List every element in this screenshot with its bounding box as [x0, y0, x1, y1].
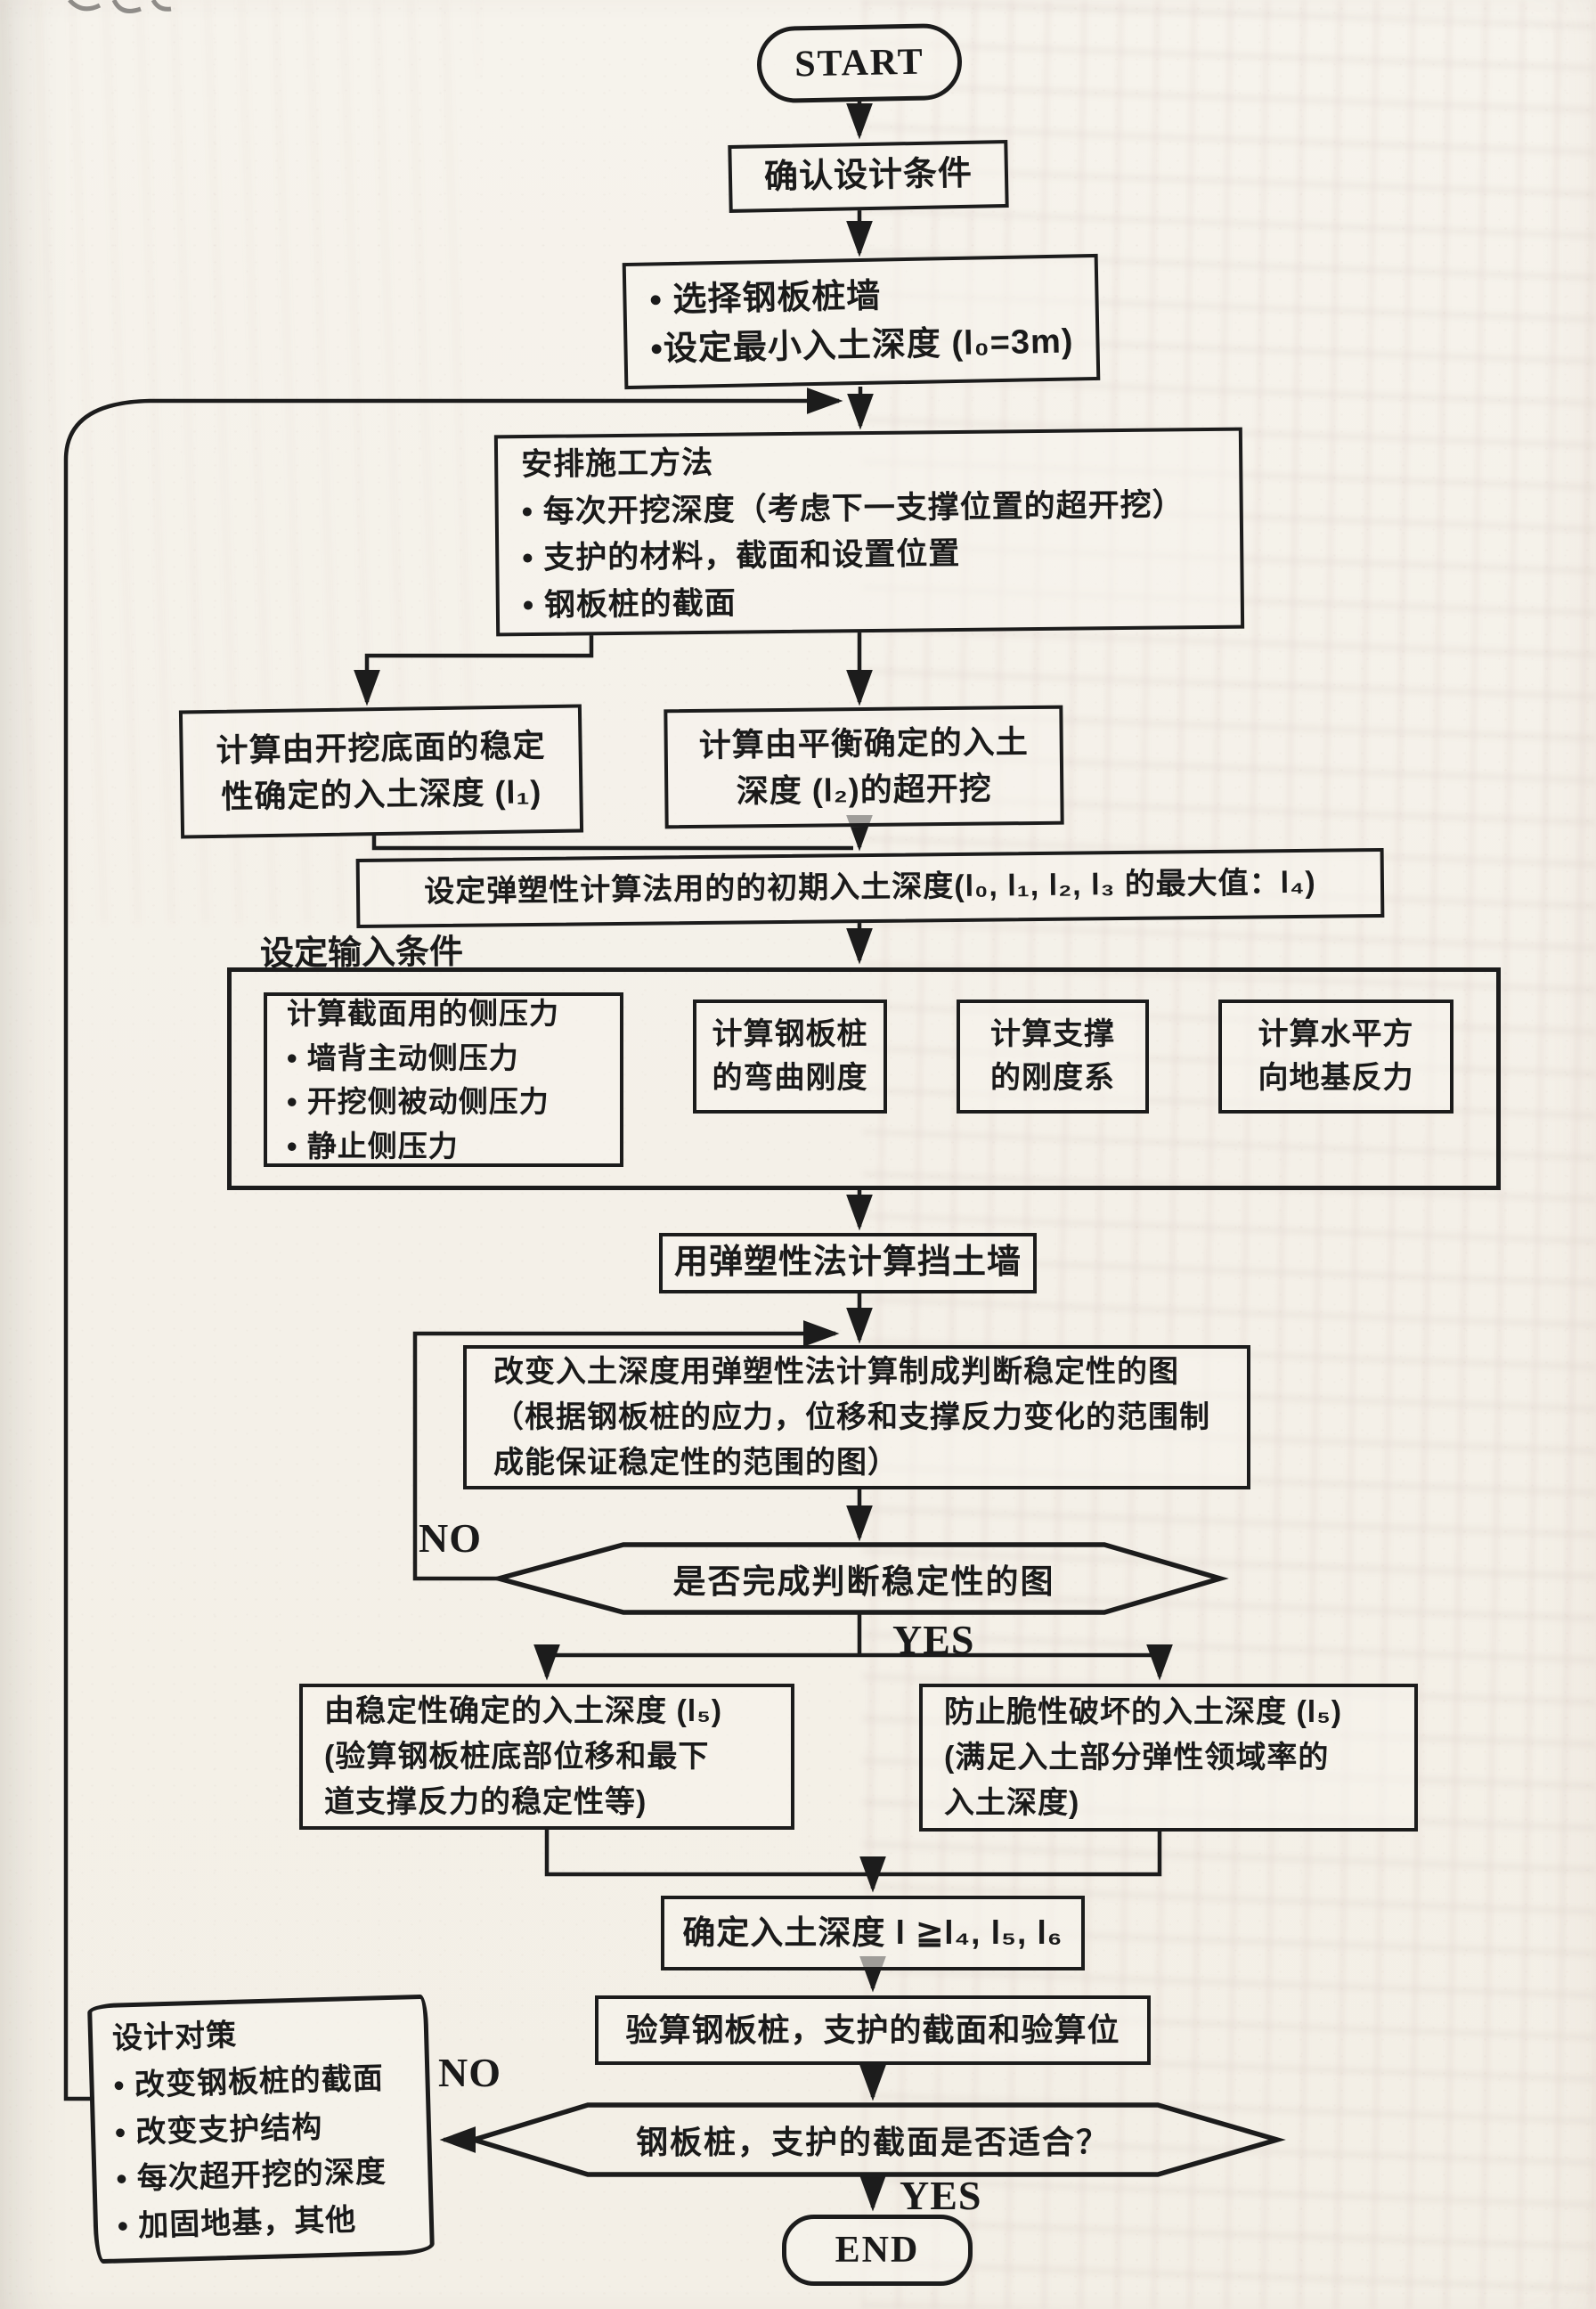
node-line: 计算水平方 — [1258, 1016, 1414, 1051]
node-line: 计算由平衡确定的入土 — [698, 722, 1029, 763]
node-bending-stiffness: 计算钢板桩 的弯曲刚度 — [693, 999, 887, 1114]
handwritten-mark — [68, 0, 172, 13]
node-line: 道支撑反力的稳定性等) — [324, 1784, 647, 1819]
node-bullet: • 开挖侧被动侧压力 — [287, 1085, 550, 1118]
label-text: YES — [892, 1617, 975, 1662]
node-stability-diagram: 改变入土深度用弹塑性法计算制成判断稳定性的图 （根据钢板桩的应力，位移和支撑反力… — [463, 1345, 1250, 1489]
node-select-sheet-pile: • 选择钢板桩墙 •设定最小入土深度 (l₀=3m) — [622, 253, 1101, 390]
node-line: 的刚度系 — [990, 1061, 1115, 1095]
input-conditions-container — [227, 967, 1501, 1190]
node-line: 计算钢板桩 — [712, 1016, 868, 1051]
node-depth-l2: 计算由平衡确定的入土 深度 (l₂)的超开挖 — [664, 705, 1064, 829]
node-line: 深度 (l₂)的超开挖 — [736, 770, 992, 810]
node-bullet: • 支护的材料，截面和设置位置 — [522, 535, 961, 576]
decision-diagram-complete-shape — [489, 1542, 1229, 1615]
decision-text: 是否完成判断稳定性的图 — [672, 1563, 1055, 1600]
node-text: 用弹塑性法计算挡土墙 — [673, 1244, 1022, 1282]
node-depth-l5: 由稳定性确定的入土深度 (l₅) (验算钢板桩底部位移和最下 道支撑反力的稳定性… — [299, 1684, 794, 1830]
node-subgrade-reaction: 计算水平方 向地基反力 — [1218, 999, 1454, 1114]
node-line: 性确定的入土深度 (l₁) — [221, 773, 542, 815]
node-final-depth: 确定入土深度 l ≧l₄, l₅, l₆ — [661, 1896, 1085, 1970]
end-terminal: END — [782, 2215, 973, 2286]
node-line: (验算钢板桩底部位移和最下 — [324, 1739, 710, 1774]
node-line: 改变入土深度用弹塑性法计算制成判断稳定性的图 — [493, 1354, 1179, 1389]
node-bullet: • 改变支护结构 — [114, 2109, 323, 2150]
yes-label-2: YES — [900, 2172, 981, 2219]
node-line: （根据钢板桩的应力，位移和支撑反力变化的范围制 — [493, 1399, 1210, 1434]
node-line: 入土深度) — [944, 1785, 1080, 1820]
node-line: • 选择钢板桩墙 — [649, 277, 882, 320]
node-bullet: • 每次开挖深度（考虑下一支撑位置的超开挖） — [521, 486, 1185, 529]
decision-diagram-complete: 是否完成判断稳定性的图 — [534, 1546, 1193, 1611]
node-construction-method: 安排施工方法 • 每次开挖深度（考虑下一支撑位置的超开挖） • 支护的材料，截面… — [493, 427, 1245, 637]
node-text: 设定弹塑性计算法用的的初期入土深度(l₀, l₁, l₂, l₃ 的最大值：l₄… — [424, 866, 1316, 910]
node-line: 计算支撑 — [990, 1016, 1115, 1051]
node-depth-l6: 防止脆性破坏的入土深度 (l₅) (满足入土部分弹性领域率的 入土深度) — [919, 1684, 1418, 1832]
start-terminal: START — [756, 22, 963, 104]
start-label: START — [794, 41, 925, 86]
node-elastoplastic-calc: 用弹塑性法计算挡土墙 — [659, 1233, 1037, 1293]
yes-label-1: YES — [892, 1616, 974, 1663]
node-line: 防止脆性破坏的入土深度 (l₅) — [944, 1694, 1343, 1729]
node-bullet: • 墙背主动侧压力 — [287, 1040, 519, 1074]
node-depth-l1: 计算由开挖底面的稳定 性确定的入土深度 (l₁) — [178, 704, 584, 839]
node-bullet: • 加固地基，其他 — [117, 2203, 357, 2244]
node-text: 确认设计条件 — [763, 155, 973, 197]
end-label: END — [835, 2230, 920, 2271]
node-text: 确定入土深度 l ≧l₄, l₅, l₆ — [682, 1914, 1063, 1952]
node-side-pressure: 计算截面用的侧压力 • 墙背主动侧压力 • 开挖侧被动侧压力 • 静止侧压力 — [264, 992, 623, 1167]
no-label-2: NO — [438, 2049, 501, 2096]
label-text: YES — [900, 2173, 982, 2218]
node-line: (满足入土部分弹性领域率的 — [944, 1740, 1330, 1775]
node-bullet: • 钢板桩的截面 — [522, 585, 737, 623]
decision-section-suitable: 钢板桩，支护的截面是否适合？ — [570, 2108, 1176, 2172]
node-line: 成能保证稳定性的范围的图） — [493, 1445, 899, 1480]
node-initial-depth-l4: 设定弹塑性计算法用的的初期入土深度(l₀, l₁, l₂, l₃ 的最大值：l₄… — [355, 847, 1385, 929]
label-text: NO — [419, 1515, 482, 1561]
node-bullet: • 静止侧压力 — [287, 1129, 459, 1163]
node-line: 计算由开挖底面的稳定 — [216, 726, 546, 769]
node-bullet: • 每次超开挖的深度 — [115, 2155, 387, 2197]
node-title: 计算截面用的侧压力 — [287, 997, 559, 1030]
node-confirm-design-conditions: 确认设计条件 — [728, 139, 1009, 214]
node-line: 向地基反力 — [1258, 1061, 1414, 1095]
node-support-stiffness: 计算支撑 的刚度系 — [957, 999, 1149, 1114]
no-label-1: NO — [419, 1514, 482, 1562]
node-line: 由稳定性确定的入土深度 (l₅) — [324, 1693, 723, 1728]
decision-text: 钢板桩，支护的截面是否适合？ — [635, 2124, 1110, 2160]
node-text: 验算钢板桩，支护的截面和验算位 — [625, 2011, 1120, 2048]
node-line: •设定最小入土深度 (l₀=3m) — [650, 322, 1074, 369]
label-text: NO — [438, 2050, 501, 2095]
node-verify-section: 验算钢板桩，支护的截面和验算位 — [595, 1995, 1151, 2065]
node-title: 设计对策 — [111, 2019, 238, 2056]
node-bullet: • 改变钢板桩的截面 — [113, 2061, 385, 2103]
decision-section-suitable-shape — [465, 2102, 1286, 2177]
node-title: 安排施工方法 — [520, 445, 714, 483]
node-line: 的弯曲刚度 — [712, 1061, 868, 1095]
node-design-countermeasures: 设计对策 • 改变钢板桩的截面 • 改变支护结构 • 每次超开挖的深度 • 加固… — [86, 1994, 436, 2264]
